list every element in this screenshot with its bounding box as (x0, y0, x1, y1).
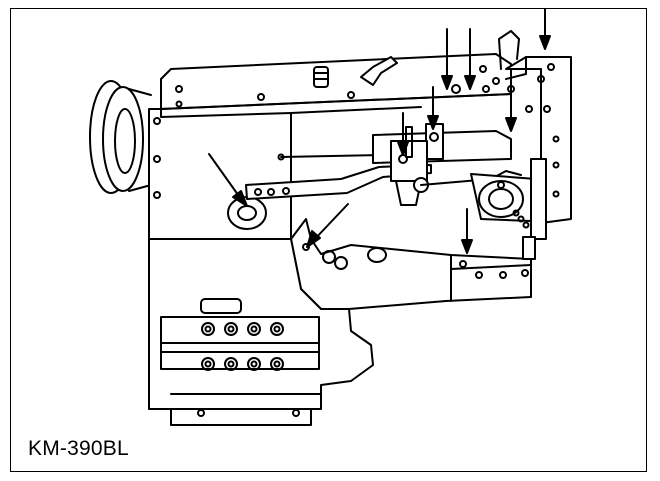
handwheel (89, 80, 152, 194)
model-caption: KM-390BL (28, 437, 129, 460)
pointer-arrow-icon (208, 9, 551, 254)
machine-bed (290, 218, 536, 310)
thread-tension-disc (227, 196, 267, 230)
figure-frame: KM-390BL (10, 8, 647, 472)
machine-head (372, 30, 572, 240)
sewing-machine-illustration (89, 9, 572, 426)
linkage-arm (245, 153, 432, 200)
machine-base (148, 238, 374, 426)
